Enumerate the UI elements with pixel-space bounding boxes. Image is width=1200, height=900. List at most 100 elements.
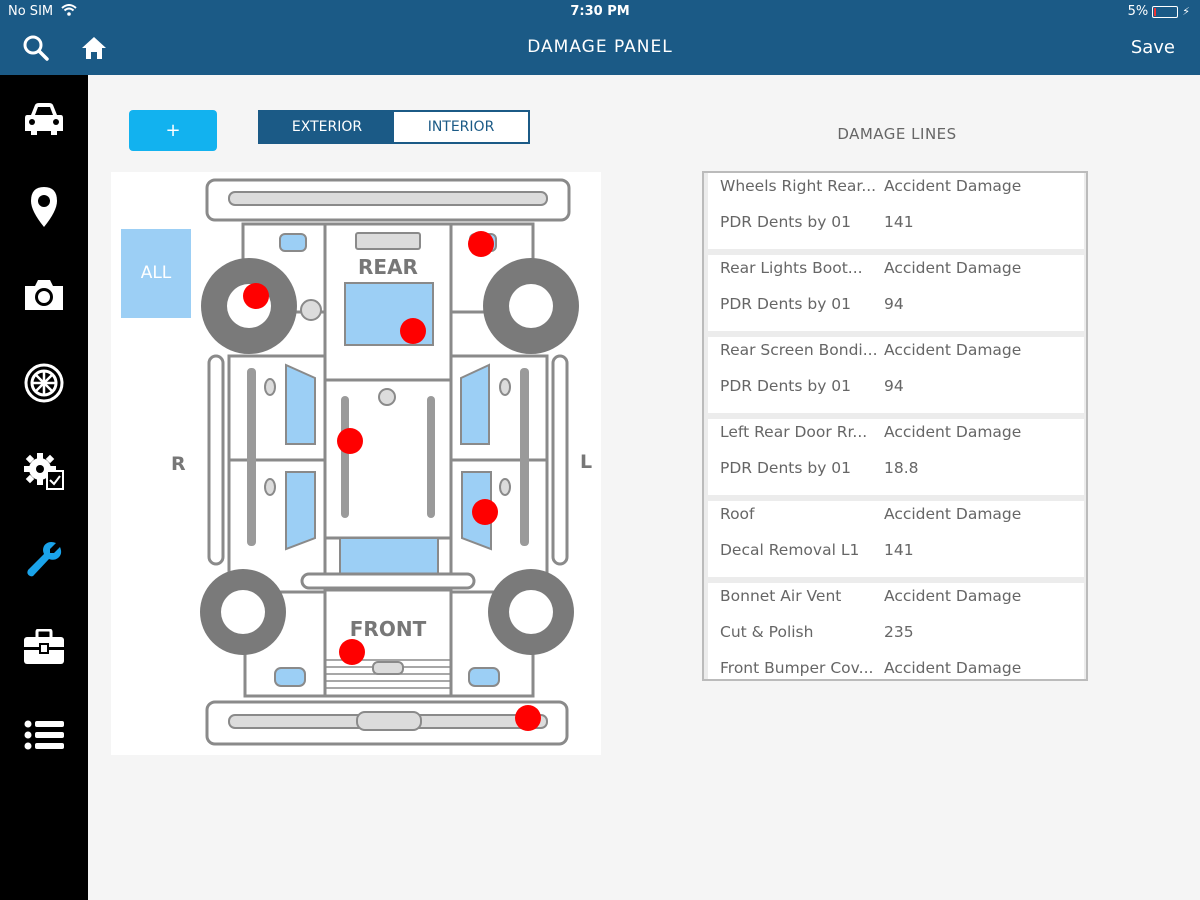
left-front-handle	[499, 478, 511, 496]
car-icon	[25, 103, 63, 135]
wheel-icon	[24, 363, 64, 403]
damage-type: Accident Damage	[884, 177, 1022, 195]
add-damage-button[interactable]: +	[129, 110, 217, 151]
damage-part: Rear Lights Boot...	[720, 259, 863, 277]
right-sill[interactable]	[207, 354, 225, 566]
wheel-right-front-hub	[221, 590, 265, 634]
damage-value: 94	[884, 295, 904, 313]
damage-value: 18.8	[884, 459, 919, 477]
number-plate-rear	[355, 232, 421, 250]
damage-type: Accident Damage	[884, 587, 1022, 605]
wifi-icon	[61, 4, 77, 16]
right-rear-door-window[interactable]	[285, 363, 316, 445]
page-title: DAMAGE PANEL	[527, 37, 673, 57]
right-front-handle	[264, 478, 276, 496]
left-sill[interactable]	[551, 354, 569, 566]
damage-marker[interactable]	[400, 318, 426, 344]
battery-percent: 5%	[1127, 4, 1149, 19]
sidebar-item-list[interactable]	[22, 713, 66, 757]
sidebar	[0, 75, 88, 900]
carrier-label: No SIM	[8, 4, 77, 19]
damage-repair: PDR Dents by 01	[720, 213, 852, 231]
top-bar: No SIM 7:30 PM 5% ⚡ DAMAGE PANEL Save	[0, 0, 1200, 75]
bonnet-air-vent[interactable]	[372, 661, 404, 675]
right-front-door-window[interactable]	[285, 471, 316, 551]
damage-repair: PDR Dents by 01	[720, 377, 852, 395]
damage-type: Accident Damage	[884, 423, 1022, 441]
home-icon[interactable]	[80, 34, 108, 62]
save-button[interactable]: Save	[1130, 37, 1175, 58]
sidebar-item-settings[interactable]	[22, 449, 66, 493]
rear-label: REAR	[358, 255, 418, 279]
damage-marker[interactable]	[468, 231, 494, 257]
roof-rail-left	[427, 396, 435, 518]
damage-line-item[interactable]: Front Bumper Cov... Accident Damage	[708, 655, 1084, 679]
damage-part: Wheels Right Rear...	[720, 177, 877, 195]
damage-value: 94	[884, 377, 904, 395]
status-time: 7:30 PM	[570, 4, 630, 19]
damage-type: Accident Damage	[884, 659, 1022, 677]
all-selector-button[interactable]: ALL	[121, 229, 191, 318]
car-damage-diagram: .o { fill: #fff; stroke: #8a8a8a; stroke…	[111, 172, 601, 755]
damage-marker[interactable]	[472, 499, 498, 525]
damage-part: Roof	[720, 505, 755, 523]
camera-icon	[25, 280, 63, 310]
settings-checklist-icon	[24, 453, 64, 490]
headlight-left[interactable]	[468, 667, 500, 687]
damage-value: 141	[884, 541, 914, 559]
tab-exterior[interactable]: EXTERIOR	[260, 112, 394, 142]
left-rear-handle	[499, 378, 511, 396]
damage-marker[interactable]	[339, 639, 365, 665]
wrench-icon	[27, 542, 62, 577]
damage-line-item[interactable]: Bonnet Air Vent Accident Damage Cut & Po…	[708, 583, 1084, 659]
right-rear-handle	[264, 378, 276, 396]
sidebar-item-camera[interactable]	[22, 273, 66, 317]
wiper-panel	[300, 572, 476, 590]
sidebar-item-vehicle[interactable]	[22, 97, 66, 141]
damage-line-item[interactable]: Wheels Right Rear... Accident Damage PDR…	[708, 173, 1084, 249]
left-rear-door-window[interactable]	[460, 363, 490, 445]
damage-marker[interactable]	[337, 428, 363, 454]
damage-line-item[interactable]: Left Rear Door Rr... Accident Damage PDR…	[708, 419, 1084, 495]
damage-marker[interactable]	[243, 283, 269, 309]
headlight-right[interactable]	[274, 667, 306, 687]
wheel-left-front-hub	[509, 590, 553, 634]
damage-value: 235	[884, 623, 914, 641]
rear-bumper-strip	[228, 191, 548, 206]
damage-type: Accident Damage	[884, 341, 1022, 359]
damage-marker[interactable]	[515, 705, 541, 731]
damage-markers	[243, 231, 541, 731]
damage-type: Accident Damage	[884, 505, 1022, 523]
sidebar-item-wheels[interactable]	[22, 361, 66, 405]
list-icon	[24, 720, 64, 750]
damage-part: Left Rear Door Rr...	[720, 423, 868, 441]
fuel-cap[interactable]	[300, 299, 322, 321]
aerial	[378, 388, 396, 406]
damage-type: Accident Damage	[884, 259, 1022, 277]
damage-lines-list[interactable]: Wheels Right Rear... Accident Damage PDR…	[702, 171, 1088, 681]
damage-repair: PDR Dents by 01	[720, 459, 852, 477]
right-side-label: R	[171, 453, 186, 475]
battery-status: 5% ⚡	[1128, 4, 1190, 19]
damage-line-item[interactable]: Roof Accident Damage Decal Removal L1 14…	[708, 501, 1084, 577]
damage-part: Rear Screen Bondi...	[720, 341, 878, 359]
sidebar-item-toolbox[interactable]	[22, 625, 66, 669]
sidebar-item-location[interactable]	[22, 185, 66, 229]
toolbox-icon	[24, 629, 64, 664]
tab-interior[interactable]: INTERIOR	[394, 112, 528, 142]
sidebar-item-repairs[interactable]	[22, 537, 66, 581]
number-plate-front	[356, 711, 422, 731]
damage-line-item[interactable]: Rear Screen Bondi... Accident Damage PDR…	[708, 337, 1084, 413]
roof-rail-right	[341, 396, 349, 518]
left-side-label: L	[580, 451, 593, 473]
charging-icon: ⚡	[1182, 5, 1190, 18]
search-icon[interactable]	[22, 34, 50, 62]
rear-light-right[interactable]	[279, 233, 307, 252]
damage-repair: Cut & Polish	[720, 623, 814, 641]
damage-line-item[interactable]: Rear Lights Boot... Accident Damage PDR …	[708, 255, 1084, 331]
location-pin-icon	[31, 187, 57, 227]
view-toggle: EXTERIOR INTERIOR	[258, 110, 530, 144]
damage-part: Front Bumper Cov...	[720, 659, 874, 677]
damage-repair: Decal Removal L1	[720, 541, 860, 559]
status-bar: No SIM 7:30 PM 5% ⚡	[0, 0, 1200, 24]
